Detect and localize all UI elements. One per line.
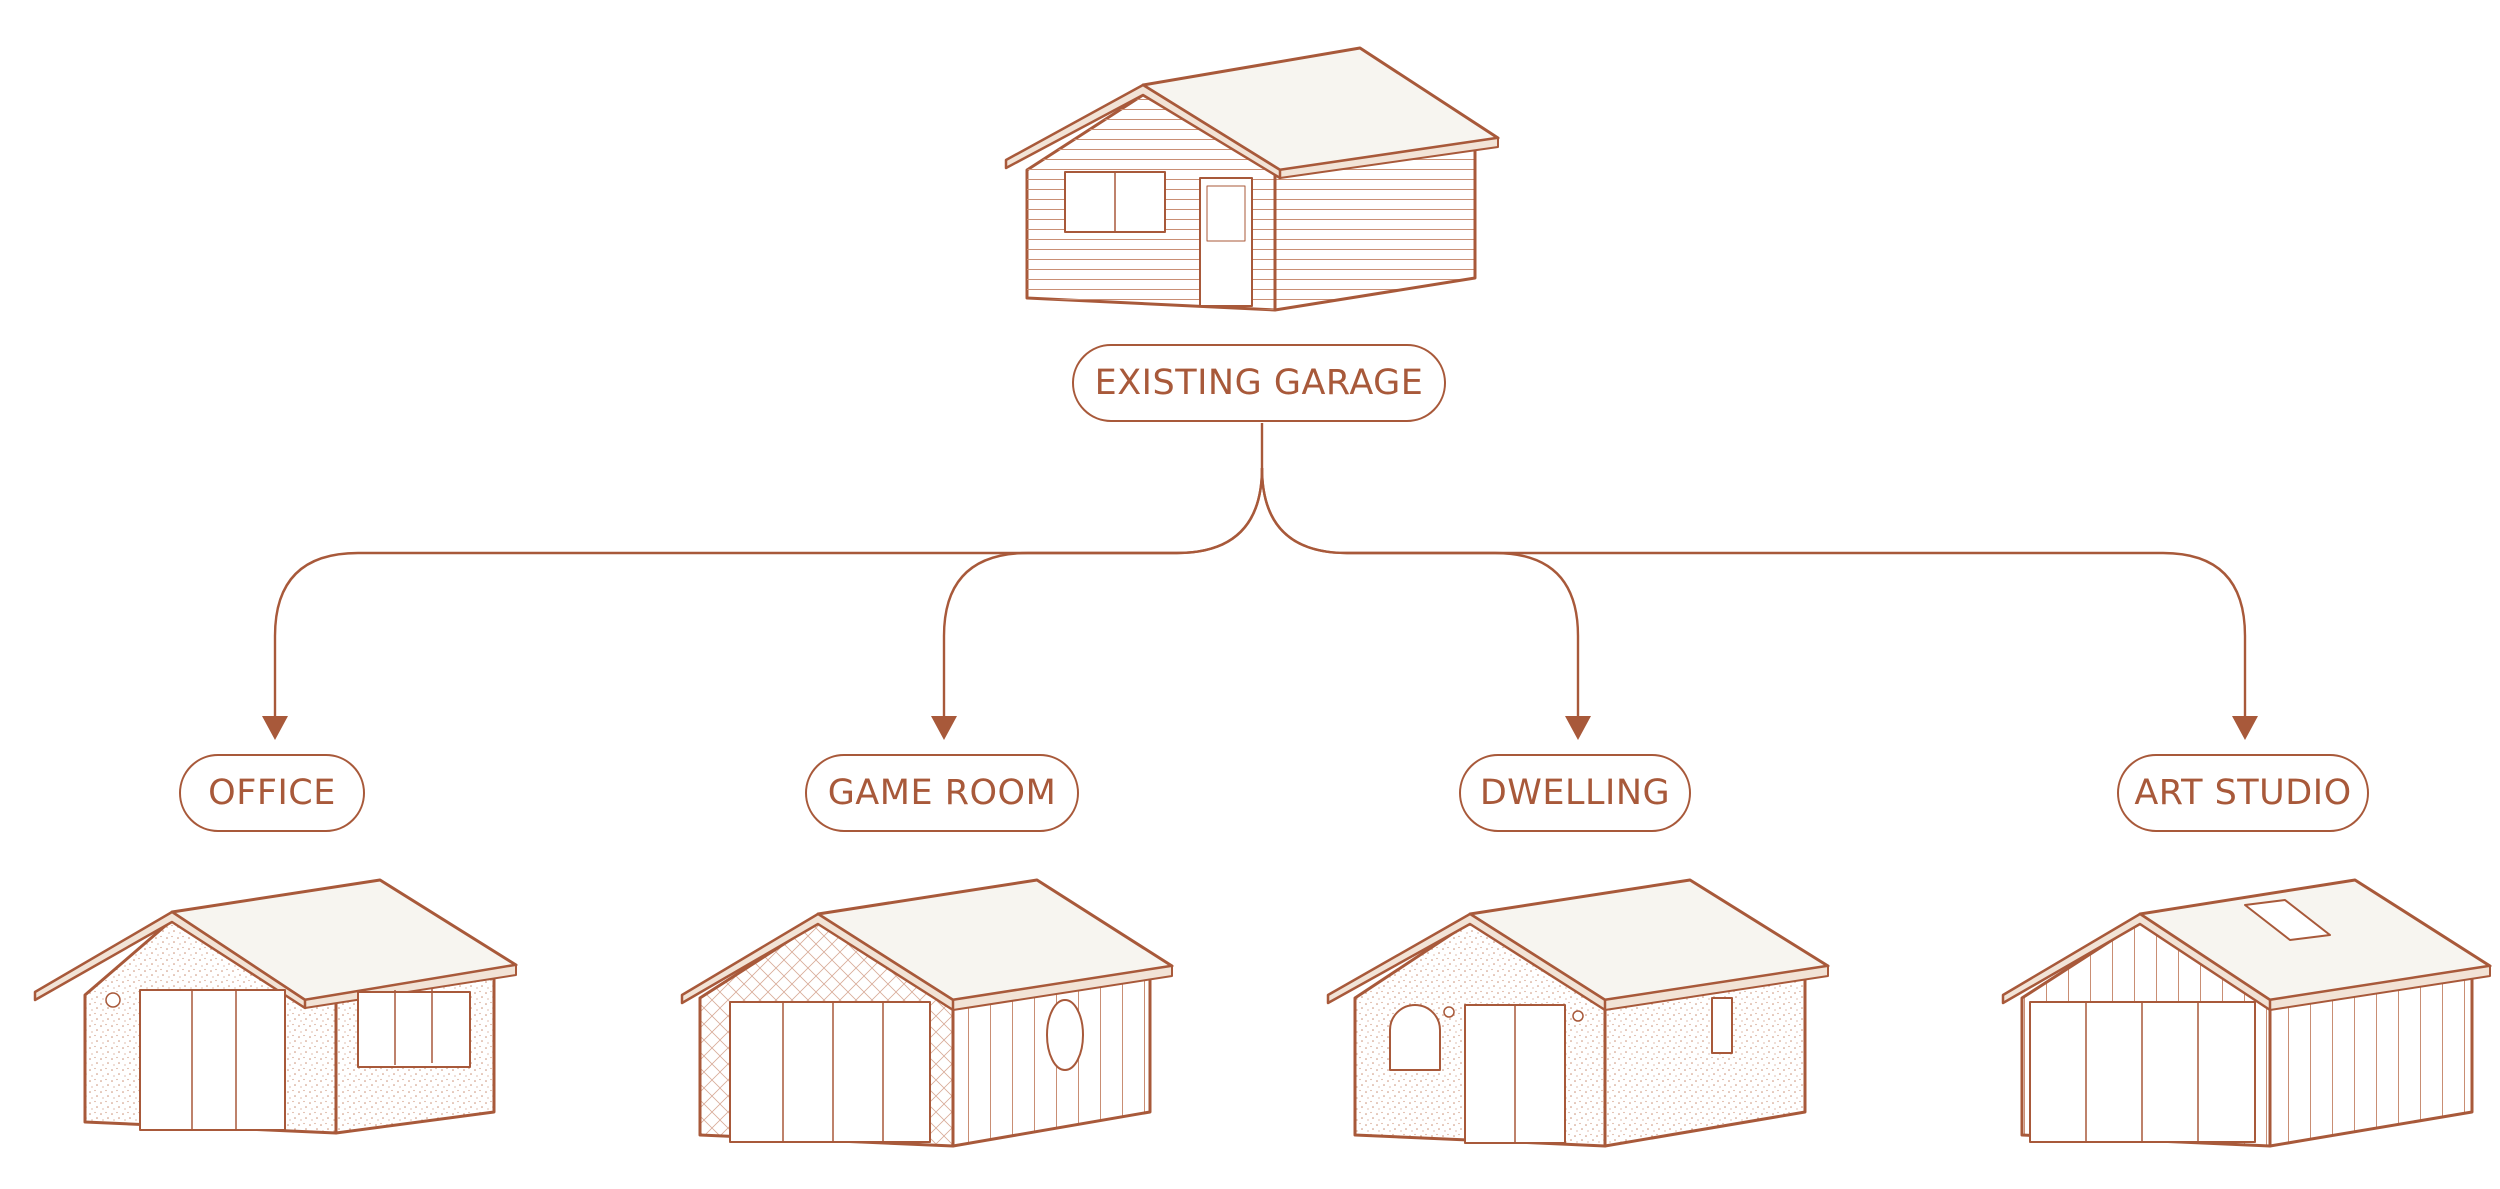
option-label-pill [2117,754,2369,832]
arched-window [1389,1004,1441,1071]
office-garage-illustration [33,878,518,1135]
arrowhead-office [262,716,288,740]
office-side-windows [357,991,471,1068]
arrowhead-dwelling [1565,716,1591,740]
option-label-text: ART STUDIO [2134,773,2351,813]
gable-trim [1004,83,1282,180]
existing-garage-illustration [1004,46,1500,312]
option-label-pill [1459,754,1691,832]
root-label-text: EXISTING GARAGE [1095,363,1424,403]
arrowhead-game-room [931,716,957,740]
option-label-game-room: GAME ROOM [805,754,1079,832]
connector-office [273,467,1264,720]
option-label-office: OFFICE [179,754,365,832]
option-label-pill [179,754,365,832]
connector-art-studio [1260,467,2247,720]
wall-light-icon [1443,1006,1455,1018]
door [1199,177,1253,307]
gable-trim [33,910,307,1010]
gable-trim [2001,912,2272,1012]
art-studio-garage-illustration [2001,878,2492,1148]
option-label-text: OFFICE [208,773,336,813]
wall-light-icon [1572,1010,1584,1022]
connector-game-room [942,467,1264,720]
game-room-garage-illustration [680,878,1174,1148]
oval-window [1046,999,1084,1071]
office-glass-doors [139,989,286,1131]
branch-connectors [273,423,2247,720]
arrowhead-art-studio [2232,716,2258,740]
side-window [1711,997,1733,1054]
gable-trim [1326,912,1607,1012]
arrowheads [262,716,2258,740]
option-label-text: GAME ROOM [828,773,1057,813]
option-label-text: DWELLING [1480,773,1670,813]
garage-glass-doors [729,1001,931,1143]
dwelling-garage-illustration [1326,878,1830,1148]
gable-trim [680,912,955,1012]
connector-dwelling [1260,467,1580,720]
wall-lamp-icon [105,992,121,1008]
option-label-art-studio: ART STUDIO [2117,754,2369,832]
root-label: EXISTING GARAGE [1072,344,1446,422]
skylight [2244,899,2331,941]
option-label-dwelling: DWELLING [1459,754,1691,832]
option-label-pill [805,754,1079,832]
root-label-pill [1072,344,1446,422]
